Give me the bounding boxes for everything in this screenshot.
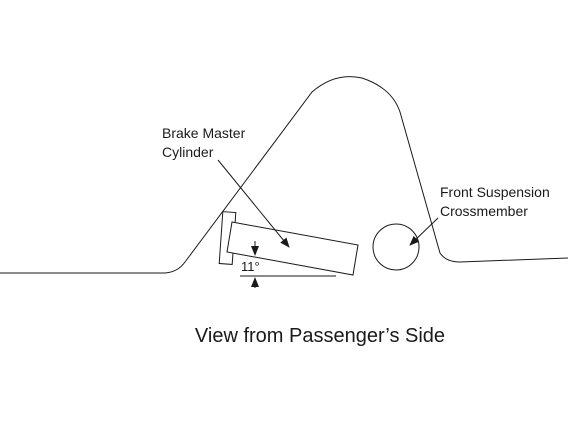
- body-outline: [0, 76, 568, 274]
- master-cylinder-body: [226, 221, 359, 276]
- master-cylinder-label-line1: Brake Master: [162, 125, 246, 141]
- crossmember-label-line1: Front Suspension: [440, 184, 550, 200]
- crossmember-label-line2: Crossmember: [440, 203, 528, 219]
- caption: View from Passenger’s Side: [195, 325, 445, 347]
- crossmember-leader-arrow: [409, 217, 439, 246]
- angle-label: 11°: [241, 259, 260, 274]
- master-cylinder-label-line2: Cylinder: [162, 144, 214, 160]
- crossmember-circle: [372, 223, 420, 271]
- master-cylinder-leader-arrow: [217, 159, 290, 248]
